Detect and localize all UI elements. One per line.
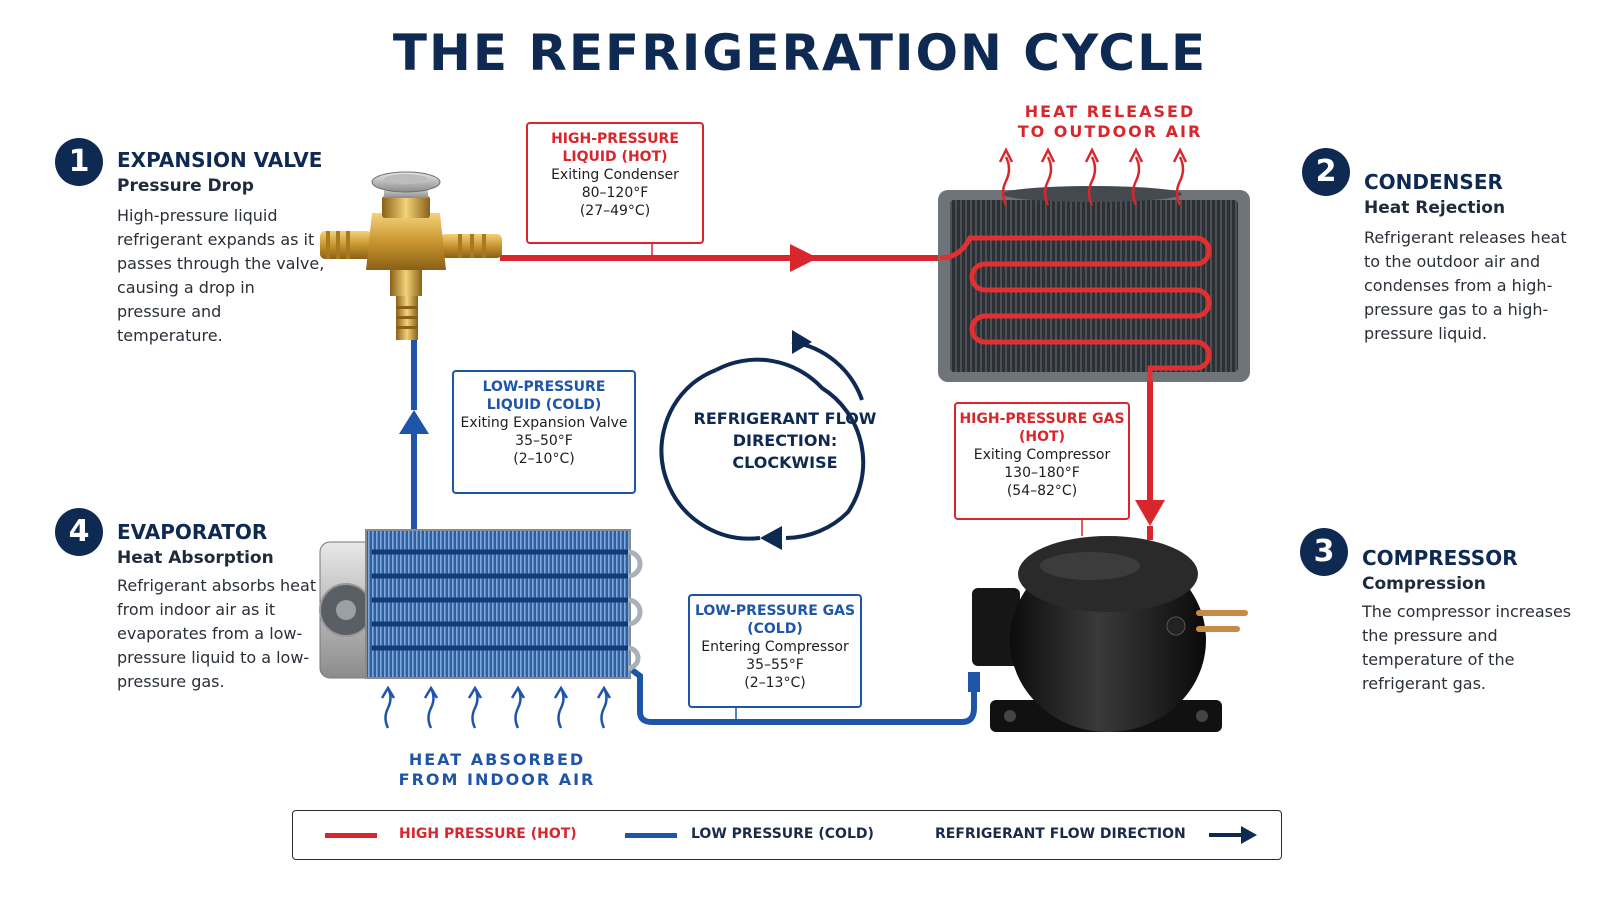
callout-temp-f: 80–120°F — [581, 185, 649, 201]
callout-hp-liquid: HIGH-PRESSURE LIQUID (HOT) Exiting Conde… — [526, 122, 704, 244]
compressor — [968, 536, 1248, 732]
step-number-badge: 2 — [1302, 148, 1350, 196]
condenser-unit — [938, 186, 1250, 382]
hp-liquid-arrow — [790, 244, 818, 272]
evaporator — [319, 529, 643, 679]
step-subtitle: Compression — [1362, 574, 1486, 594]
callout-temp-c: (2–13°C) — [744, 675, 806, 691]
legend-label-flow: REFRIGERANT FLOW DIRECTION — [935, 826, 1186, 842]
heat-released-arrows — [998, 147, 1188, 206]
callout-lp-gas: LOW-PRESSURE GAS (COLD) Entering Compres… — [688, 594, 862, 708]
callout-temp-c: (27–49°C) — [579, 203, 651, 219]
callout-kind: LOW-PRESSURE LIQUID (COLD) — [482, 379, 606, 413]
condenser-coil — [939, 235, 1212, 382]
step-title: EXPANSION VALVE — [117, 148, 323, 172]
lp-gas-pipe — [630, 667, 977, 725]
legend: HIGH PRESSURE (HOT) LOW PRESSURE (COLD) … — [292, 810, 1282, 860]
flow-direction-label: REFRIGERANT FLOW DIRECTION: CLOCKWISE — [693, 409, 877, 472]
callout-kind: LOW-PRESSURE GAS (COLD) — [694, 603, 856, 637]
callout-location: Exiting Expansion Valve — [460, 415, 628, 431]
callout-location: Exiting Compressor — [973, 447, 1111, 463]
callout-location: Exiting Condenser — [551, 167, 679, 183]
step-title: EVAPORATOR — [117, 520, 268, 544]
heat-released-label: HEAT RELEASED TO OUTDOOR AIR — [1017, 102, 1203, 141]
legend-swatch-low — [625, 833, 677, 838]
flow-arrow-top — [792, 330, 812, 354]
page-title: THE REFRIGERATION CYCLE — [392, 24, 1208, 82]
step-title: CONDENSER — [1364, 170, 1503, 194]
step-title: COMPRESSOR — [1362, 546, 1518, 570]
callout-kind: HIGH-PRESSURE LIQUID (HOT) — [551, 131, 679, 165]
callout-temp-c: (2–10°C) — [513, 451, 575, 467]
lp-liquid-arrow — [399, 410, 429, 434]
step-number-badge: 4 — [55, 508, 103, 556]
callout-kind: HIGH-PRESSURE GAS (HOT) — [959, 411, 1125, 445]
step-subtitle: Heat Absorption — [117, 548, 274, 568]
callout-hp-gas: HIGH-PRESSURE GAS (HOT) Exiting Compress… — [954, 402, 1130, 520]
step-description: Refrigerant releases heat to the outdoor… — [1364, 228, 1567, 343]
legend-swatch-high — [325, 833, 377, 838]
callout-location: Entering Compressor — [701, 639, 849, 655]
callout-temp-f: 35–55°F — [746, 657, 804, 673]
step-description: The compressor increases the pressure an… — [1362, 602, 1572, 693]
expansion-valve — [320, 171, 502, 340]
callout-temp-f: 130–180°F — [1004, 465, 1080, 481]
legend-label-low: LOW PRESSURE (COLD) — [691, 826, 874, 842]
callout-temp-f: 35–50°F — [515, 433, 573, 449]
step-subtitle: Pressure Drop — [117, 176, 254, 196]
step-description: High-pressure liquid refrigerant expands… — [117, 206, 325, 345]
callout-temp-c: (54–82°C) — [1006, 483, 1078, 499]
hp-gas-arrow — [1135, 500, 1165, 526]
step-subtitle: Heat Rejection — [1364, 198, 1506, 218]
flow-arrow-bottom — [760, 526, 782, 550]
step-description: Refrigerant absorbs heat from indoor air… — [117, 576, 317, 691]
callout-lp-liquid: LOW-PRESSURE LIQUID (COLD) Exiting Expan… — [452, 370, 636, 494]
heat-absorbed-arrows — [380, 685, 612, 729]
legend-flow-arrow-icon — [1209, 826, 1257, 844]
legend-label-high: HIGH PRESSURE (HOT) — [399, 826, 577, 842]
step-number-badge: 3 — [1300, 528, 1348, 576]
heat-absorbed-label: HEAT ABSORBED FROM INDOOR AIR — [398, 750, 596, 789]
step-number-badge: 1 — [55, 138, 103, 186]
